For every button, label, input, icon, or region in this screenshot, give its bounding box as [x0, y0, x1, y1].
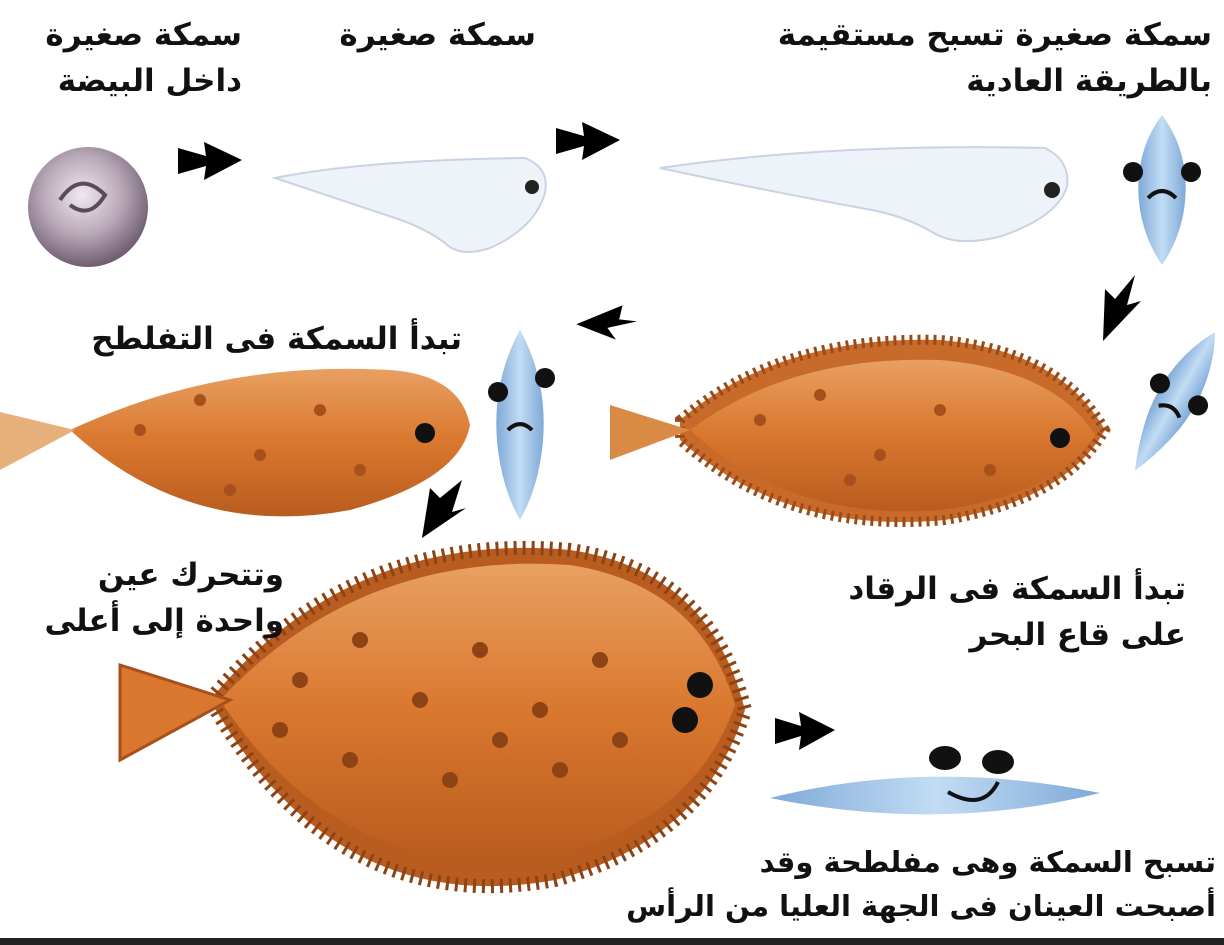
label-eye-moves-line2: واحدة إلى أعلى [45, 598, 284, 644]
arrow-4 [576, 303, 641, 351]
label-swims-flat-line1: تسبح السمكة وهى مفلطحة وقد [626, 840, 1216, 884]
front-view-flat [770, 746, 1100, 814]
label-eye-moves-line1: وتتحرك عين [45, 552, 284, 598]
arrow-6 [775, 712, 835, 750]
label-swim-upright-line2: بالطريقة العادية [778, 58, 1212, 104]
arrow-1 [178, 142, 242, 180]
front-view-3 [488, 330, 555, 520]
upright-larva-illustration [660, 147, 1067, 241]
front-view-2 [1107, 316, 1224, 487]
front-view-1 [1123, 115, 1201, 265]
arrow-2 [556, 122, 620, 160]
label-lies-on-bottom-line2: على قاع البحر [848, 612, 1186, 658]
label-eye-moves: وتتحرك عين واحدة إلى أعلى [45, 552, 284, 644]
egg-illustration [28, 147, 148, 267]
larva-illustration [275, 158, 546, 252]
label-swim-upright: سمكة صغيرة تسبح مستقيمة بالطريقة العادية [778, 12, 1212, 104]
label-young-line1: سمكة صغيرة [339, 12, 536, 58]
label-flattening-line1: تبدأ السمكة فى التفلطح [91, 316, 462, 362]
fish-flattening-illustration [0, 369, 470, 517]
label-egg-line2: داخل البيضة [45, 58, 242, 104]
fish-lying-illustration [610, 340, 1105, 522]
label-lies-on-bottom-line1: تبدأ السمكة فى الرقاد [848, 566, 1186, 612]
label-swim-upright-line1: سمكة صغيرة تسبح مستقيمة [778, 12, 1212, 58]
label-egg: سمكة صغيرة داخل البيضة [45, 12, 242, 104]
label-young: سمكة صغيرة [339, 12, 536, 58]
bottom-border [0, 938, 1224, 945]
arrow-3 [1103, 275, 1141, 341]
label-flattening: تبدأ السمكة فى التفلطح [91, 316, 462, 362]
label-lies-on-bottom: تبدأ السمكة فى الرقاد على قاع البحر [848, 566, 1186, 658]
arrow-5 [422, 480, 466, 538]
label-swims-flat: تسبح السمكة وهى مفلطحة وقد أصبحت العينان… [626, 840, 1216, 928]
label-egg-line1: سمكة صغيرة [45, 12, 242, 58]
label-swims-flat-line2: أصبحت العينان فى الجهة العليا من الرأس [626, 884, 1216, 928]
